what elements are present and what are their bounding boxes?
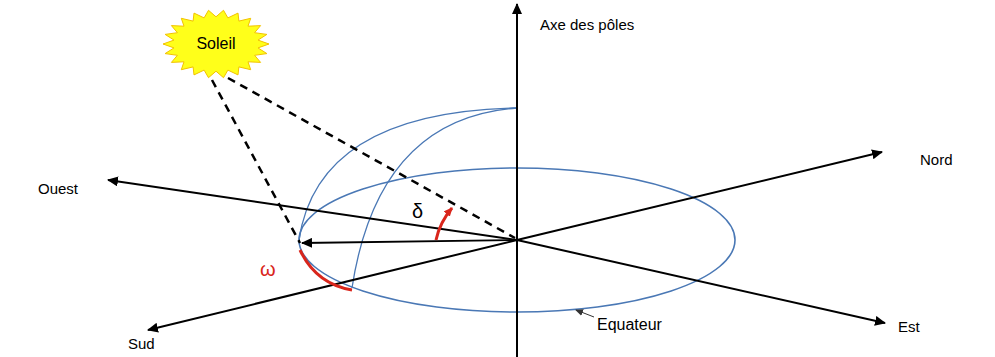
direction-label: Sud [128,335,155,352]
pole-axis [516,4,518,357]
omega-angle-arc [300,250,352,290]
sun-ray-dashed [228,78,515,238]
sun-label: Soleil [196,35,235,53]
south-axis [148,240,517,330]
equator-pointer [576,310,594,317]
angle-symbol: δ [412,200,423,223]
meridian-arc [299,108,517,240]
north-axis [517,152,882,240]
direction-label: Ouest [38,180,78,197]
delta-angle-arc [436,208,452,240]
east-axis [517,240,885,323]
projection-vector [302,240,517,243]
axis-label: Axe des pôles [540,16,634,33]
angle-symbol: ω [260,258,276,281]
equator-label: Equateur [597,316,662,334]
direction-label: Nord [920,151,953,168]
direction-label: Est [898,318,920,335]
sun-burst: Soleil [162,9,270,79]
west-axis [108,180,517,240]
sun-ray-dashed [212,80,300,243]
